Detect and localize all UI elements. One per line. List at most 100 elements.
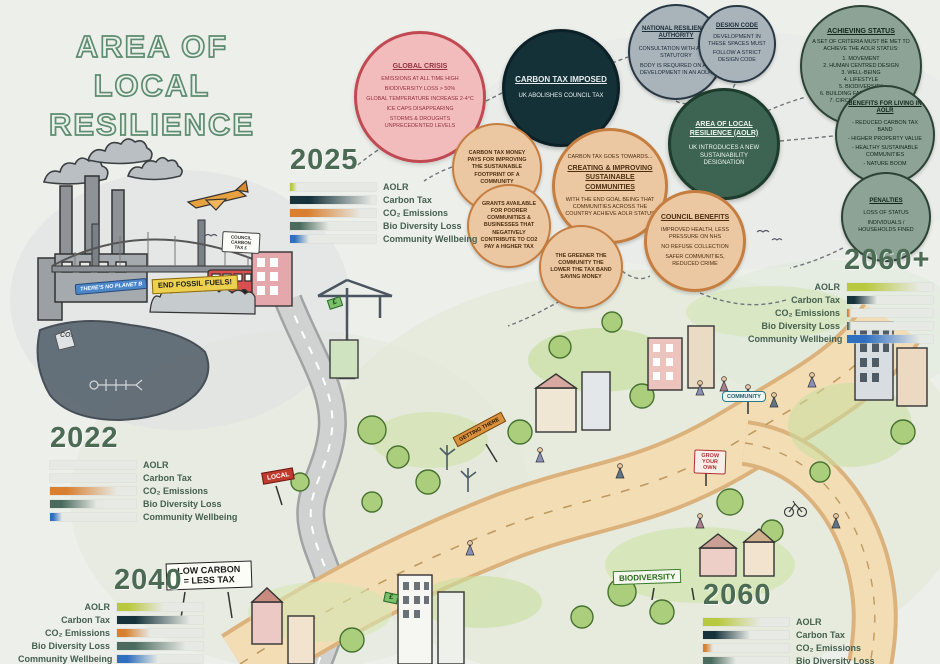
- metric-bar: [847, 295, 933, 304]
- node-title: CARBON TAX IMPOSED: [515, 74, 607, 84]
- metric-bar: [50, 486, 136, 495]
- metric-bar: [117, 641, 203, 650]
- node-body: THE GREENER THE COMMUNITY THE LOWER THE …: [550, 252, 612, 281]
- co2-scribble: CO₂: [60, 332, 74, 339]
- metric-label: CO₂ Emissions: [774, 307, 840, 318]
- bridge: [51, 219, 268, 273]
- legend-2040: 2040 AOLR Carbon Tax CO₂ Emissions Bio D…: [18, 566, 203, 664]
- legend-row: Carbon Tax: [290, 193, 477, 206]
- sign-grow-your-own: GROW YOUR OWN: [693, 449, 727, 475]
- metric-bar: [117, 628, 203, 637]
- metric-bar: [703, 617, 789, 626]
- metric-bar: [847, 334, 933, 343]
- metric-bar: [117, 615, 203, 624]
- node-line: - HEALTHY SUSTAINABLE COMMUNITIES: [852, 145, 918, 159]
- legend-year: 2060: [703, 579, 772, 611]
- metric-label: CO₂ Emissions: [44, 627, 110, 638]
- legend-row: Community Wellbeing: [290, 232, 477, 245]
- smoke-clouds: [42, 138, 183, 185]
- metric-label: Community Wellbeing: [383, 233, 478, 244]
- node-title: PENALTIES: [869, 198, 903, 205]
- node-carbon-tax-imposed: CARBON TAX IMPOSED UK ABOLISHES COUNCIL …: [502, 29, 620, 147]
- node-title: CREATING & IMPROVING SUSTAINABLE COMMUNI…: [567, 165, 653, 191]
- legend-row: CO₂ Emissions: [290, 206, 477, 219]
- metric-bar: [290, 195, 376, 204]
- legend-row: Carbon Tax: [703, 628, 890, 641]
- node-line: FOLLOW A STRICT DESIGN CODE: [712, 50, 762, 64]
- metric-bar: [50, 473, 136, 482]
- node-title: AREA OF LOCAL RESILIENCE (AOLR): [689, 120, 759, 137]
- legend-row: AOLR: [18, 600, 203, 613]
- legend-row: AOLR: [50, 458, 237, 471]
- legend-row: CO₂ Emissions: [748, 306, 933, 319]
- legend-row: AOLR: [748, 280, 933, 293]
- page-title-line2: LOCAL RESILIENCE: [48, 67, 256, 142]
- metric-label: CO₂ Emissions: [143, 485, 209, 496]
- node-line: LOSS OF STATUS: [863, 210, 909, 217]
- fish-skeleton: [89, 379, 143, 391]
- metric-label: Bio Diversity Loss: [761, 320, 840, 331]
- node-line: BODY IS REQUIRED ON ALL DEVELOPMENT IN A…: [639, 62, 713, 76]
- metric-bar: [703, 643, 789, 652]
- node-design-code: DESIGN CODE DEVELOPMENT IN THESE SPACES …: [698, 5, 776, 83]
- legend-row: CO₂ Emissions: [18, 626, 203, 639]
- node-body: GRANTS AVAILABLE FOR POORER COMMUNITIES …: [480, 201, 538, 250]
- node-body: UK ABOLISHES COUNCIL TAX: [518, 93, 604, 100]
- legend-year: 2025: [290, 144, 359, 176]
- node-title: COUNCIL BENEFITS: [660, 213, 730, 221]
- node-title: GLOBAL CRISIS: [392, 63, 448, 71]
- metric-label: Community Wellbeing: [143, 511, 238, 522]
- legend-row: Carbon Tax: [748, 293, 933, 306]
- metric-label: Carbon Tax: [791, 294, 840, 305]
- metric-label: Carbon Tax: [61, 614, 110, 625]
- node-criterion: 1. MOVEMENT: [842, 55, 880, 62]
- metric-label: Community Wellbeing: [18, 653, 113, 664]
- node-criterion: 3. WELL-BEING: [841, 69, 881, 76]
- page-title: AREA OF LOCAL RESILIENCE: [14, 28, 290, 144]
- metric-bar: [847, 321, 933, 330]
- metric-bar: [847, 308, 933, 317]
- legend-row: CO₂ Emissions: [50, 484, 237, 497]
- sign-council-carbon-tax: COUNCIL CARBON TAX £: [221, 231, 261, 254]
- node-intro: A SET OF CRITERIA MUST BE MET TO ACHIEVE…: [812, 39, 910, 53]
- polluted-water: [36, 320, 210, 422]
- city-buildings: [250, 321, 928, 664]
- metric-bar: [703, 656, 789, 664]
- node-grants: GRANTS AVAILABLE FOR POORER COMMUNITIES …: [467, 184, 551, 268]
- node-penalties: PENALTIES LOSS OF STATUS INDIVIDUALS / H…: [841, 172, 931, 262]
- node-line: BIODIVERSITY LOSS > 50%: [384, 86, 456, 93]
- node-line: NO REFUSE COLLECTION: [661, 243, 729, 250]
- metric-bar: [290, 182, 376, 191]
- node-body: UK INTRODUCES A NEW SUSTAINABILITY DESIG…: [688, 144, 760, 167]
- legend-2025: 2025 AOLR Carbon Tax CO₂ Emissions Bio D…: [290, 146, 477, 245]
- sign-grow-line3: OWN: [702, 464, 717, 472]
- node-line: - REDUCED CARBON TAX BAND: [852, 120, 918, 134]
- node-pre: CARBON TAX GOES TOWARDS...: [567, 154, 653, 161]
- metric-bar: [290, 221, 376, 230]
- node-title: DESIGN CODE: [715, 22, 758, 29]
- node-greener-community: THE GREENER THE COMMUNITY THE LOWER THE …: [539, 225, 623, 309]
- legend-row: Bio Diversity Loss: [703, 654, 890, 664]
- legend-row: Bio Diversity Loss: [50, 497, 237, 510]
- sign-biodiversity: BIODIVERSITY: [612, 568, 682, 586]
- node-line: - NATURE BOOM: [863, 161, 907, 168]
- metric-label: CO₂ Emissions: [383, 207, 449, 218]
- metric-label: AOLR: [84, 601, 111, 612]
- node-line: - HIGHER PROPERTY VALUE: [848, 136, 922, 143]
- legend-row: Bio Diversity Loss: [290, 219, 477, 232]
- node-benefits: BENEFITS FOR LIVING IN AOLR - REDUCED CA…: [835, 85, 935, 185]
- metric-label: AOLR: [143, 459, 169, 470]
- metric-label: AOLR: [383, 181, 409, 192]
- node-line: GLOBAL TEMPERATURE INCREASE 2-4°C: [366, 96, 474, 103]
- node-line: SAFER COMMUNITIES, REDUCED CRIME: [665, 253, 725, 267]
- node-line: CONSULTATION WITH A NEW STATUTORY: [638, 45, 714, 59]
- metric-label: Community Wellbeing: [748, 333, 843, 344]
- legend-row: Community Wellbeing: [748, 332, 933, 345]
- node-criterion: 5. BIODIVERSITY: [839, 83, 883, 90]
- metric-bar: [117, 654, 203, 663]
- node-title: BENEFITS FOR LIVING IN AOLR: [848, 100, 922, 115]
- metric-label: Bio Diversity Loss: [796, 655, 875, 664]
- people: [465, 372, 841, 556]
- node-line: IMPROVED HEALTH, LESS PRESSURE ON NHS: [661, 226, 729, 240]
